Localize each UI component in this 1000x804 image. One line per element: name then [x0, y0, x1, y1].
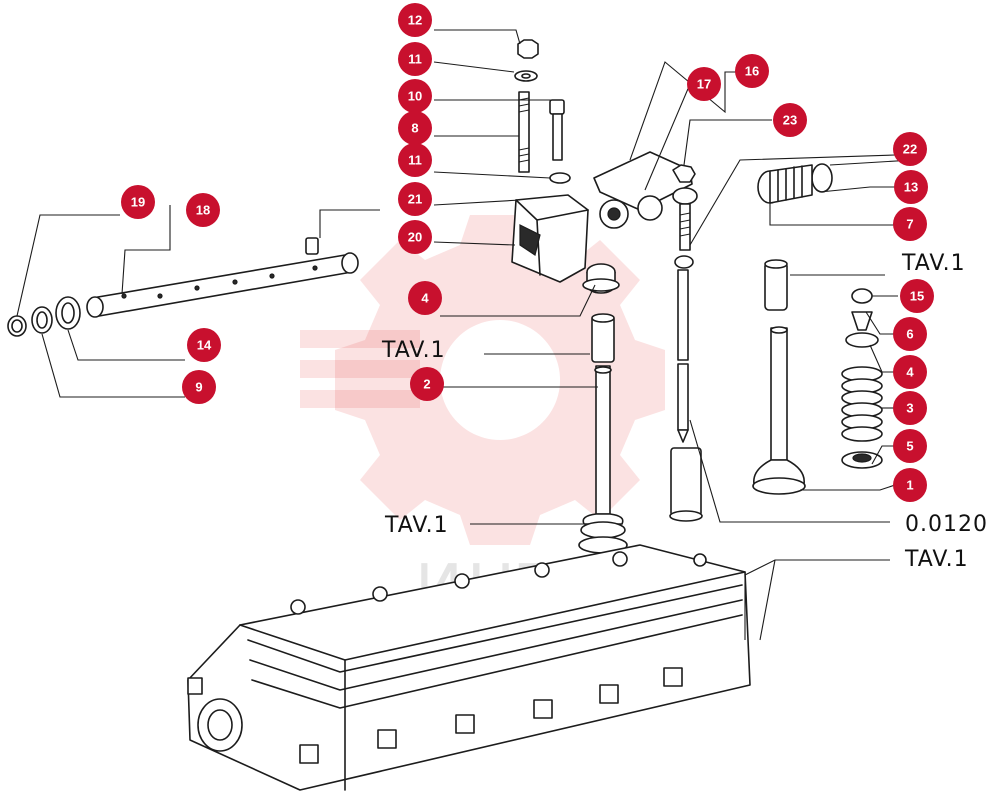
svg-text:5: 5: [906, 439, 913, 454]
rocker-arm-group: [593, 151, 703, 522]
rocker-shaft-assembly: [7, 237, 359, 337]
pushrod-tappet-group: [578, 313, 628, 554]
callout-3: 3: [893, 391, 927, 425]
svg-text:11: 11: [408, 52, 422, 67]
callout-14: 14: [187, 328, 221, 362]
callout-7: 7: [893, 207, 927, 241]
callout-13: 13: [894, 170, 928, 204]
callout-17: 17: [687, 67, 721, 101]
valve-assembly-group: [752, 163, 883, 495]
callout-10: 10: [398, 79, 432, 113]
reference-label-tav1-top-right: TAV.1: [901, 251, 966, 276]
callout-16: 16: [735, 54, 769, 88]
cylinder-head: [187, 544, 751, 791]
svg-text:17: 17: [697, 77, 711, 92]
svg-text:8: 8: [411, 121, 418, 136]
reference-labels: TAV.1 TAV.1 TAV.1 0.0120 TAV.1: [381, 251, 988, 572]
callout-4-left: 4: [408, 281, 442, 315]
svg-text:4: 4: [906, 365, 914, 380]
callout-21: 21: [398, 182, 432, 216]
svg-text:22: 22: [903, 142, 917, 157]
callout-4-right: 4: [893, 355, 927, 389]
callout-markers: 12 11 10 8 11 21 20 4 2 16 17 23 22 13 7…: [121, 3, 934, 502]
reference-label-tav1-center: TAV.1: [381, 338, 446, 363]
svg-text:1: 1: [906, 478, 913, 493]
callout-23: 23: [773, 103, 807, 137]
svg-text:14: 14: [197, 338, 212, 353]
callout-15: 15: [900, 279, 934, 313]
callout-1: 1: [893, 468, 927, 502]
svg-text:21: 21: [408, 192, 422, 207]
leader-lines: [16, 29, 914, 641]
svg-text:7: 7: [906, 217, 913, 232]
callout-19: 19: [121, 185, 155, 219]
callout-5: 5: [893, 429, 927, 463]
svg-text:18: 18: [196, 203, 210, 218]
svg-text:11: 11: [408, 153, 422, 168]
reference-label-tav1-lower: TAV.1: [384, 513, 449, 538]
reference-label-0-0120: 0.0120: [905, 512, 988, 537]
svg-text:23: 23: [783, 113, 797, 128]
callout-20: 20: [398, 220, 432, 254]
svg-text:20: 20: [408, 230, 422, 245]
reference-label-tav1-bottom-right: TAV.1: [904, 547, 969, 572]
callout-2: 2: [410, 367, 444, 401]
callout-22: 22: [893, 132, 927, 166]
svg-text:6: 6: [906, 327, 913, 342]
svg-text:10: 10: [408, 89, 422, 104]
svg-text:3: 3: [906, 401, 913, 416]
svg-text:16: 16: [745, 64, 759, 79]
svg-text:19: 19: [131, 195, 145, 210]
callout-11-lower: 11: [398, 143, 432, 177]
callout-11-top: 11: [398, 42, 432, 76]
svg-text:12: 12: [408, 13, 422, 28]
callout-12: 12: [398, 3, 432, 37]
bracket-stud-group: [511, 39, 620, 294]
callout-9: 9: [182, 370, 216, 404]
callout-6: 6: [893, 317, 927, 351]
svg-text:9: 9: [195, 380, 202, 395]
svg-text:2: 2: [423, 377, 430, 392]
svg-text:13: 13: [904, 180, 918, 195]
svg-text:4: 4: [421, 291, 429, 306]
callout-8: 8: [398, 111, 432, 145]
callout-18: 18: [186, 193, 220, 227]
svg-text:15: 15: [910, 289, 924, 304]
